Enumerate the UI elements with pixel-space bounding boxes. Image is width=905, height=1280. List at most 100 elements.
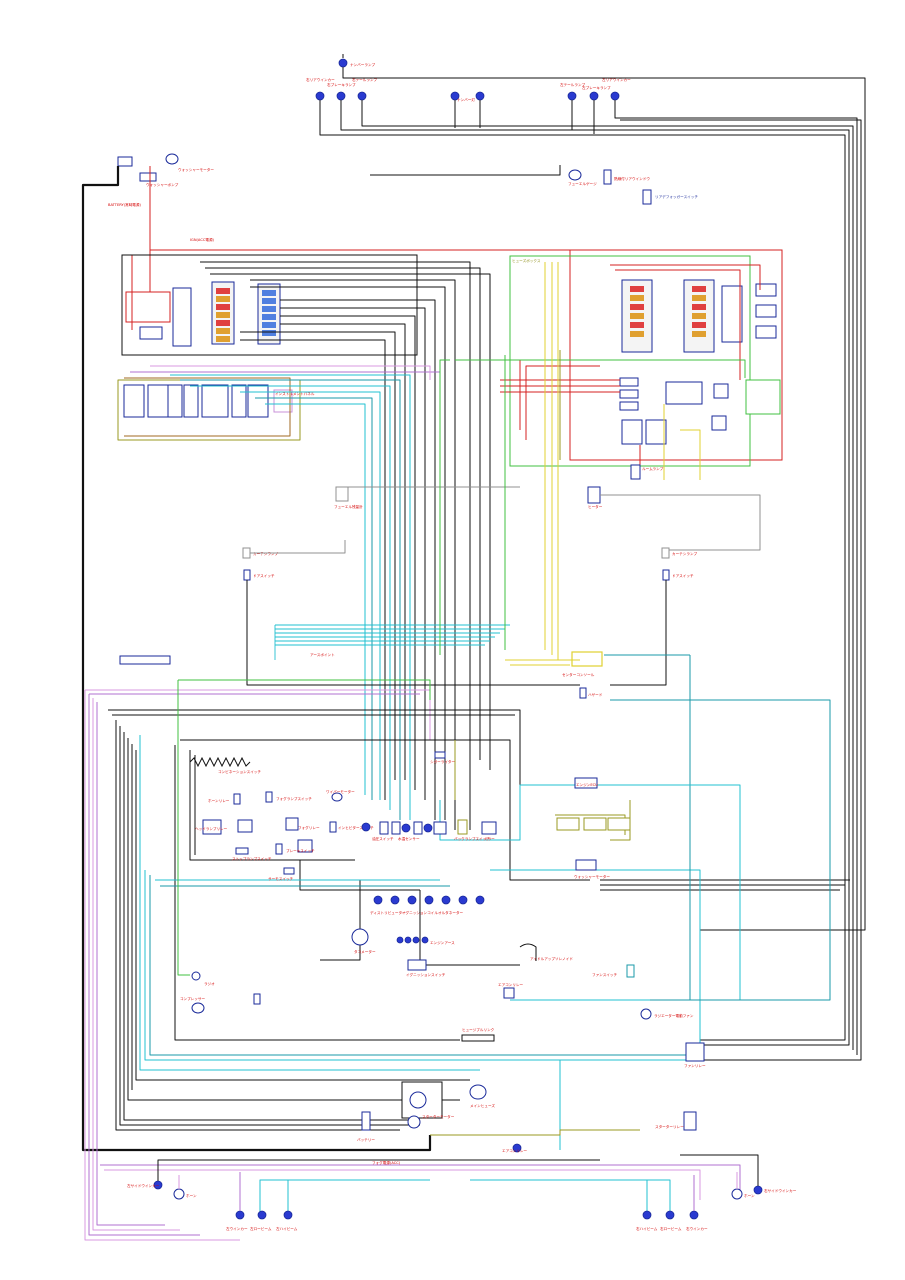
label-fusible-link: ヒュージブルリンク xyxy=(462,1027,495,1032)
label-starter-relay: スターターリレー xyxy=(655,1124,684,1129)
label-number-lamp-top: ナンバーランプ xyxy=(350,62,375,67)
label-horn-l: ホーン xyxy=(186,1193,197,1198)
number-lamp-top-icon xyxy=(338,54,348,68)
label-wiper-motor: ワイパーモーター xyxy=(326,789,355,794)
label-head-relay: ヘッドランプリレー xyxy=(195,826,228,831)
label-fuel-sender: フューエルゲージ xyxy=(568,181,597,186)
label-washer-motor: ウォッシャーモーター xyxy=(574,874,610,879)
label-fog-note: フォグ電源(ACC) xyxy=(372,1160,401,1165)
relay-cluster-left xyxy=(189,756,343,855)
left-fuses xyxy=(216,288,276,342)
lower-purple-loops xyxy=(84,689,741,1241)
label-engine-ground: エンジンアース xyxy=(430,940,455,945)
label-idle-up: アイドルアップソレノイド xyxy=(530,956,573,961)
label-horn-relay: ホーンリレー xyxy=(208,798,230,803)
label-radiator-fan-relay: ファンリレー xyxy=(684,1063,706,1068)
ecu-right-group xyxy=(556,777,631,871)
left-harness-loops xyxy=(117,365,441,820)
label-starter: スターターモーター xyxy=(422,1114,455,1119)
lower-cyan-loops xyxy=(139,654,831,1215)
label-main-fuse: メインヒューズ xyxy=(470,1103,495,1108)
label-fan-sw: ファンスイッチ xyxy=(592,972,617,977)
center-sensor-row xyxy=(361,751,497,835)
label-fr-turn: 右ウインカー xyxy=(686,1226,708,1231)
label-fuel-unit: フューエル残量計 xyxy=(334,504,363,509)
lower-green-loops xyxy=(177,355,506,976)
room-lamp-group xyxy=(335,464,641,504)
label-tach: タコメーター xyxy=(354,949,376,954)
label-back-sw: バックランプスイッチ xyxy=(454,836,490,841)
label-alternator: オルタネーター xyxy=(438,910,464,915)
cyan-ground-bar xyxy=(274,624,510,660)
rear-harness xyxy=(319,67,866,1061)
label-center-console: センターコンソール xyxy=(562,672,595,677)
label-room-lamp: ルームランプ xyxy=(642,466,664,471)
label-radiator-fan: ラジエーター電動ファン xyxy=(654,1013,694,1018)
label-hazard: ハザード xyxy=(588,692,603,697)
fuel-sender-group xyxy=(568,169,652,205)
ignition-group xyxy=(283,867,485,971)
center-console-group xyxy=(571,651,603,699)
label-door-sw-r: ドアスイッチ xyxy=(672,573,694,578)
label-rr-turn: 右リアウインカー xyxy=(306,77,335,82)
main-battery-line xyxy=(81,166,432,1152)
rear-lamp-row: ナンバーランプ 右リアウインカー 右ブレーキランプ 右テールランプ ナンバー灯 … xyxy=(306,54,631,102)
label-stop-lamp-sw: ストップランプスイッチ xyxy=(232,856,272,861)
label-rl-turn: 左リアウインカー xyxy=(602,77,631,82)
label-fog-relay: フォグリレー xyxy=(298,825,320,830)
front-lamp-wires xyxy=(157,1154,759,1211)
fog-and-radio-group xyxy=(191,971,261,1014)
label-a-c-relay-bottom: エアコンリレー xyxy=(502,1148,528,1153)
label-rear-defog-sw: リアデフォッガースイッチ xyxy=(655,194,698,199)
label-ign-sw: イグニッションスイッチ xyxy=(406,972,446,977)
radiator-fan-group xyxy=(503,943,652,1020)
label-battery: バッテリー xyxy=(357,1137,375,1142)
label-fl-side-turn: 左サイドウインカー xyxy=(127,1183,160,1188)
label-combi-sw: コンビネーションスイッチ xyxy=(218,769,261,774)
label-a-c-comp: コンプレッサー xyxy=(180,996,205,1001)
label-washer-top: ウォッシャーモーター xyxy=(178,167,214,172)
label-rear-defogger: 熱線付リアウインドウ xyxy=(614,176,650,181)
label-rr-brake: 右ブレーキランプ xyxy=(327,82,356,87)
label-ign-note: IGN(ACC電源) xyxy=(190,237,215,242)
label-rl-tail: 左テールランプ xyxy=(560,82,585,87)
label-fuse-note: ヒューズボックス xyxy=(512,258,541,263)
fuse-bus-lines xyxy=(200,261,491,830)
front-lamp-row xyxy=(153,1180,763,1220)
lower-black-loops xyxy=(108,709,850,1131)
label-fl-head-hi: 左ハイビーム xyxy=(276,1226,298,1231)
label-number-lamp: ナンバー灯 xyxy=(457,97,475,102)
label-fr-head-hi: 右ハイビーム xyxy=(636,1226,658,1231)
right-relay-wires xyxy=(455,262,761,660)
label-a-c-relay: エアコンリレー xyxy=(498,982,524,987)
label-cigar: シガーライター xyxy=(430,759,455,764)
label-temp-sw: サーモスイッチ xyxy=(268,876,294,881)
label-courtesy-r: カーテシランプ xyxy=(672,551,697,556)
label-fl-head-lo: 左ロービーム xyxy=(250,1226,272,1231)
label-door-sw-l: ドアスイッチ xyxy=(253,573,275,578)
right-relay-area xyxy=(509,249,783,467)
label-rl-brake: 左ブレーキランプ xyxy=(582,85,611,90)
right-fuses xyxy=(630,286,706,337)
label-heater: ヒーター xyxy=(588,504,603,509)
starter-battery-group xyxy=(361,1034,705,1153)
label-inhibitor: インヒビタースイッチ xyxy=(338,825,374,830)
lower-yellow-loops xyxy=(430,659,640,1136)
legend-box xyxy=(119,655,171,665)
label-oil-pressure: 油圧スイッチ xyxy=(372,836,394,841)
label-battery-note: BATTERY(常時電源) xyxy=(108,202,141,207)
label-fr-side-turn: 右サイドウインカー xyxy=(764,1188,797,1193)
label-dist: ディストリビューター xyxy=(370,910,406,915)
label-fog-lamp-sw: フォグランプスイッチ xyxy=(276,796,312,801)
label-ecu: エンジンECU xyxy=(576,783,598,787)
door-wires xyxy=(246,486,761,686)
label-ground-point: アースポイント xyxy=(310,652,335,657)
rear-bulbs-left xyxy=(315,91,620,101)
label-radio: ラジオ xyxy=(204,981,215,986)
label-rh-mirror: ミラー xyxy=(484,836,495,841)
label-meter-cluster: インストルメントパネル xyxy=(275,391,315,396)
label-fl-turn: 左ウインカー xyxy=(226,1226,248,1231)
label-rr-tail: 右テールランプ xyxy=(352,77,377,82)
